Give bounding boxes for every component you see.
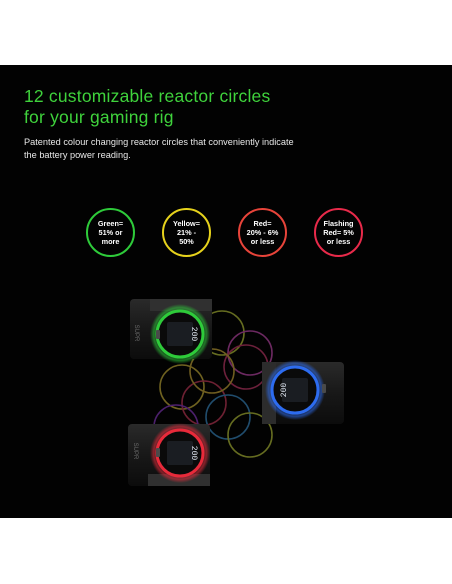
decor-ring [159, 364, 205, 410]
headline-line-1: 12 customizable reactor circles [24, 86, 271, 106]
device-green: 200 SUPR [130, 299, 212, 364]
legend-red-line-2: 20% - 6% [246, 228, 279, 237]
legend-green-line-1: Green= [97, 219, 124, 228]
decor-ring [227, 330, 273, 376]
device-illustration: 200 SUPR 200 200 SUPR [128, 299, 344, 486]
description-line-1: Patented colour changing reactor circles… [24, 137, 294, 147]
description: Patented colour changing reactor circles… [24, 136, 354, 161]
device-blue: 200 [262, 360, 344, 424]
headline: 12 customizable reactor circles for your… [24, 86, 424, 128]
description-line-2: the battery power reading. [24, 149, 131, 160]
legend-flashing-red-circle: Flashing Red= 5% or less [314, 208, 363, 257]
legend-red-circle: Red= 20% - 6% or less [238, 208, 287, 257]
decor-ring [227, 412, 273, 458]
legend-green-circle: Green= 51% or more [86, 208, 135, 257]
device-red-readout: 200 [189, 446, 198, 461]
device-green-readout: 200 [189, 327, 198, 342]
legend-red-line-3: or less [250, 237, 275, 246]
device-blue-screen [282, 378, 308, 402]
legend-flashing-line-2: Red= 5% [323, 228, 354, 237]
device-blue-button [322, 384, 326, 393]
legend-yellow-circle: Yellow= 21% - 50% [162, 208, 211, 257]
promo-panel: 12 customizable reactor circles for your… [0, 65, 452, 518]
device-green-brand: SUPR [133, 325, 139, 342]
legend-flashing-line-3: or less [326, 237, 351, 246]
legend-green-line-2: 51% or [98, 228, 123, 237]
legend-yellow-line-3: 50% [179, 237, 194, 246]
headline-line-2: for your gaming rig [24, 107, 174, 127]
legend-red-line-1: Red= [253, 219, 272, 228]
device-blue-readout: 200 [280, 383, 289, 398]
legend-green-line-3: more [101, 237, 120, 246]
device-green-screen [167, 322, 193, 346]
device-red: 200 SUPR [128, 423, 210, 486]
legend-yellow-line-2: 21% - [176, 228, 197, 237]
legend-flashing-line-1: Flashing [323, 219, 354, 228]
device-red-screen [167, 441, 193, 465]
legend-yellow-line-1: Yellow= [173, 219, 200, 228]
device-red-brand: SUPR [132, 443, 138, 460]
device-green-button [156, 330, 160, 339]
device-red-button [156, 448, 160, 457]
